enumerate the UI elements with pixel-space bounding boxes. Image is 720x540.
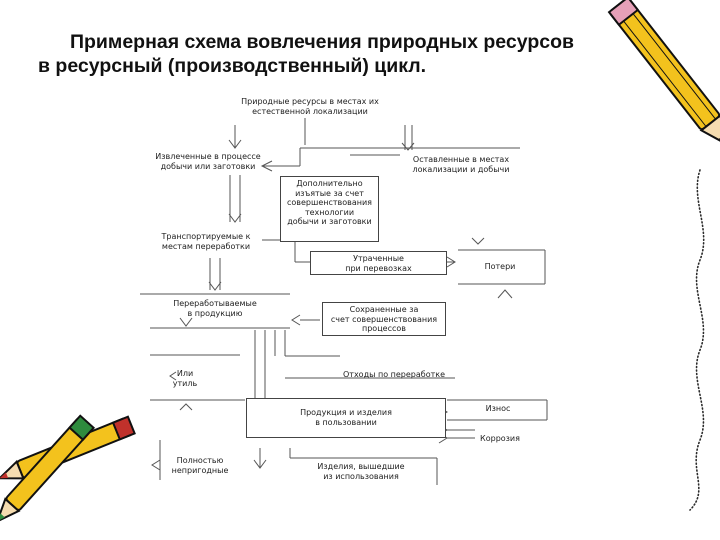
- node-natural-resources: Природные ресурсы в местах их естественн…: [241, 97, 379, 116]
- arrow-down-1: [228, 139, 242, 149]
- node-unusable: Полностью непригодные: [171, 456, 229, 475]
- arrow-down-5: [179, 317, 193, 327]
- crossed-pencils-icon: [0, 414, 136, 524]
- pencil-icon: [607, 0, 720, 147]
- node-extracted: Извлеченные в процессе добычи или загото…: [155, 152, 261, 171]
- node-processed: Переработываемые в продукцию: [173, 299, 257, 318]
- arrow-left-1: [260, 160, 273, 172]
- node-wear: Износ: [485, 404, 511, 413]
- arrow-losses-2: [497, 289, 513, 299]
- node-waste: Отходы по переработке: [342, 370, 446, 379]
- arrow-down-3: [228, 213, 242, 223]
- arrow-down-6: [179, 403, 193, 411]
- arrow-left-3: [169, 371, 177, 381]
- node-transported: Транспортируемые к местам переработки: [161, 232, 251, 251]
- node-losses: Потери: [484, 262, 516, 271]
- title-line-2: в ресурсный (производственный) цикл.: [38, 55, 427, 77]
- node-additional: Дополнительно изъятые за счет совершенст…: [280, 176, 379, 242]
- arrow-losses-1: [471, 237, 485, 245]
- arrow-down-4: [208, 281, 222, 291]
- wavy-line-icon: [689, 169, 705, 511]
- node-lost-transport: Утраченные при перевозках: [310, 251, 447, 275]
- node-saved: Сохраненные за счет совершенствования пр…: [322, 302, 446, 336]
- title-line-1: Примерная схема вовлечения природных рес…: [70, 31, 574, 53]
- arrow-left-4: [151, 459, 161, 471]
- slide-title: Примерная схема вовлечения природных рес…: [38, 30, 688, 78]
- connector-lines: [140, 118, 548, 485]
- arrow-left-2: [291, 314, 301, 326]
- arrow-down-7: [253, 459, 267, 469]
- node-products: Продукция и изделия в пользовании: [246, 398, 446, 438]
- arrow-right-1: [446, 256, 456, 268]
- node-utilized: Или утиль: [172, 369, 198, 388]
- arrow-down-2: [401, 142, 415, 151]
- node-corrosion: Коррозия: [480, 434, 520, 443]
- node-out-of-use: Изделия, вышедшие из использования: [317, 462, 405, 481]
- node-left-in-place: Оставленные в местах локализации и добыч…: [412, 155, 510, 174]
